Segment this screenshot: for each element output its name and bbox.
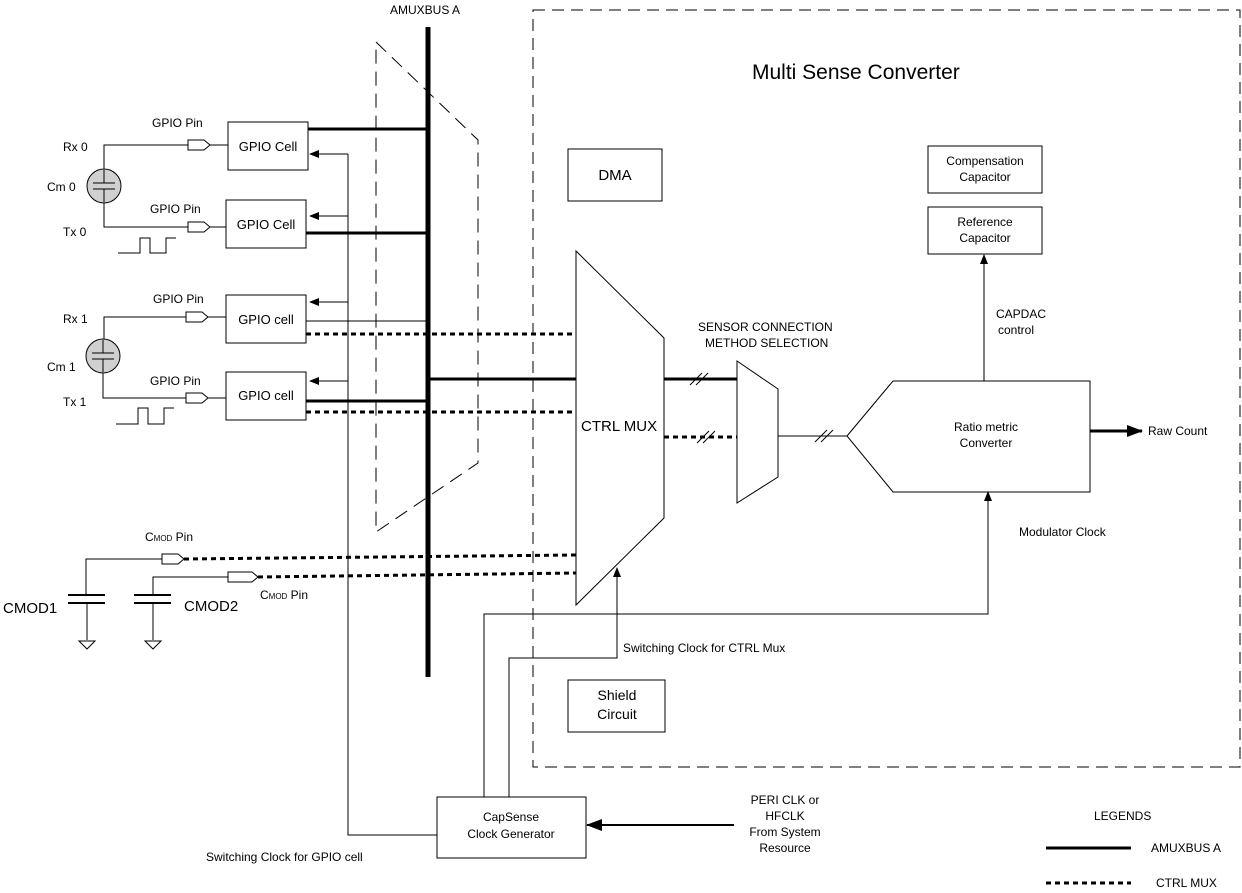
dma-label: DMA (598, 167, 631, 184)
amuxbus-bus-tick-a (689, 372, 703, 386)
tx0-label: Tx 0 (63, 225, 87, 239)
ctrl-bus-tick-a (696, 430, 710, 444)
cmod1-ground-icon (77, 640, 97, 650)
tx1-waveform (116, 407, 174, 425)
shield-circuit (567, 679, 666, 733)
cmod2-pin-c: C (260, 588, 269, 602)
cmod1-label: CMOD1 (3, 600, 57, 617)
gpio-cell-tx1-label: GPIO cell (238, 388, 294, 403)
peri-clk-label-4: Resource (759, 841, 811, 855)
dma-block (567, 148, 663, 202)
ctrl-mux-clock-label: Switching Clock for CTRL Mux (623, 641, 785, 655)
compensation-capacitor-label-1: Compensation (946, 154, 1023, 168)
cmod2-pin-sub: MOD (269, 592, 288, 601)
reference-capacitor-label-2: Capacitor (959, 231, 1010, 245)
compensation-capacitor-label-2: Capacitor (959, 170, 1010, 184)
rx1-wire (103, 316, 186, 340)
gpio-cell-rx0 (227, 121, 309, 171)
raw-count-label: Raw Count (1148, 424, 1208, 438)
cmod2-label: CMOD2 (184, 598, 238, 615)
capsense-clock-generator-label-1: CapSense (483, 810, 539, 824)
tx1-label: Tx 1 (63, 395, 87, 409)
selector-tick-b (820, 429, 834, 443)
rx0-label: Rx 0 (63, 140, 88, 154)
tx1-pin (185, 392, 209, 404)
tx0-waveform (118, 237, 176, 254)
gpio-cell-tx1 (225, 371, 307, 421)
reference-capacitor-label-1: Reference (957, 215, 1013, 229)
reference-capacitor (927, 206, 1043, 255)
tx0-pin (187, 221, 211, 233)
gpio-clock-line (347, 154, 437, 836)
modulator-clock-line (483, 491, 992, 797)
ratiometric-converter (846, 380, 1091, 493)
modulator-clock-label: Modulator Clock (1019, 525, 1107, 539)
compensation-capacitor (927, 145, 1043, 194)
peri-clk-label-3: From System (749, 825, 820, 839)
tx0-wire (103, 203, 188, 228)
cmod2-ctrl (257, 571, 577, 579)
cmod1-pin (161, 553, 185, 565)
capdac-control-label-2: control (998, 323, 1034, 337)
cmod2-ground-icon (143, 640, 163, 650)
cm0-label: Cm 0 (47, 180, 76, 194)
peri-clk-label-2: HFCLK (765, 809, 804, 823)
rx1-pin (185, 311, 209, 323)
rx1-label: Rx 1 (63, 312, 88, 326)
cmod2-pin-suffix: Pin (287, 588, 308, 602)
ctrl-mux-label: CTRL MUX (581, 418, 657, 435)
sensor-connection-label-1: SENSOR CONNECTION (698, 320, 833, 334)
rx0-pin (187, 139, 211, 151)
tx1-wire (102, 373, 186, 399)
cmod1-pin-suffix: Pin (172, 530, 193, 544)
legend-amuxbus-label: AMUXBUS A (1151, 841, 1221, 855)
shield-circuit-label-2: Circuit (597, 706, 637, 722)
cmod1-pin-sub: MOD (154, 534, 173, 543)
cmod1-wire (85, 558, 162, 594)
switching-clock-gpio-label: Switching Clock for GPIO cell (206, 850, 363, 864)
cmod1-ctrl (183, 553, 577, 561)
selector-tick-a (814, 429, 828, 443)
ratiometric-converter-label-1: Ratio metric (954, 420, 1018, 434)
ratiometric-converter-label-2: Converter (960, 436, 1013, 450)
multi-sense-converter-title: Multi Sense Converter (752, 61, 960, 84)
gpio-pin-label-rx1: GPIO Pin (153, 292, 204, 306)
cm1-label: Cm 1 (47, 360, 76, 374)
cmod2-pin (227, 571, 259, 583)
ctrl-mux-clock-line (508, 567, 621, 797)
cmod2-wire (152, 576, 228, 594)
multi-sense-converter-region (532, 9, 1241, 768)
gpio-cell-tx0-label: GPIO Cell (237, 217, 296, 232)
gpio-pin-label-tx0: GPIO Pin (150, 202, 201, 216)
capdac-control-label-1: CAPDAC (996, 307, 1046, 321)
legends-title: LEGENDS (1094, 809, 1151, 823)
amuxbus-a-label: AMUXBUS A (390, 3, 460, 17)
sensor-connection-selector (736, 360, 779, 504)
sensor-connection-label-2: METHOD SELECTION (705, 336, 828, 350)
cmod1-pin-c: C (145, 530, 154, 544)
gpio-cell-tx0 (225, 199, 307, 249)
ctrl-mux (575, 249, 665, 607)
shield-circuit-label-1: Shield (598, 687, 637, 703)
cmod1-pin-label: CMOD Pin (145, 530, 193, 544)
gpio-cell-rx1-label: GPIO cell (238, 312, 294, 327)
capsense-clock-generator (436, 796, 587, 859)
gpio-pin-label-rx0: GPIO Pin (152, 116, 203, 130)
amuxbus-bus-tick-b (695, 372, 709, 386)
gpio-cell-rx1 (225, 294, 307, 344)
peri-clk-label-1: PERI CLK or (751, 793, 820, 807)
gpio-cell-rx0-label: GPIO Cell (239, 139, 298, 154)
amuxbus-switch-area (375, 40, 479, 533)
capsense-clock-generator-label-2: Clock Generator (467, 827, 554, 841)
ctrl-bus-tick-b (702, 430, 716, 444)
cmod2-pin-label: CMOD Pin (260, 588, 308, 602)
gpio-pin-label-tx1: GPIO Pin (150, 374, 201, 388)
legend-ctrl-mux-label: CTRL MUX (1156, 876, 1217, 890)
